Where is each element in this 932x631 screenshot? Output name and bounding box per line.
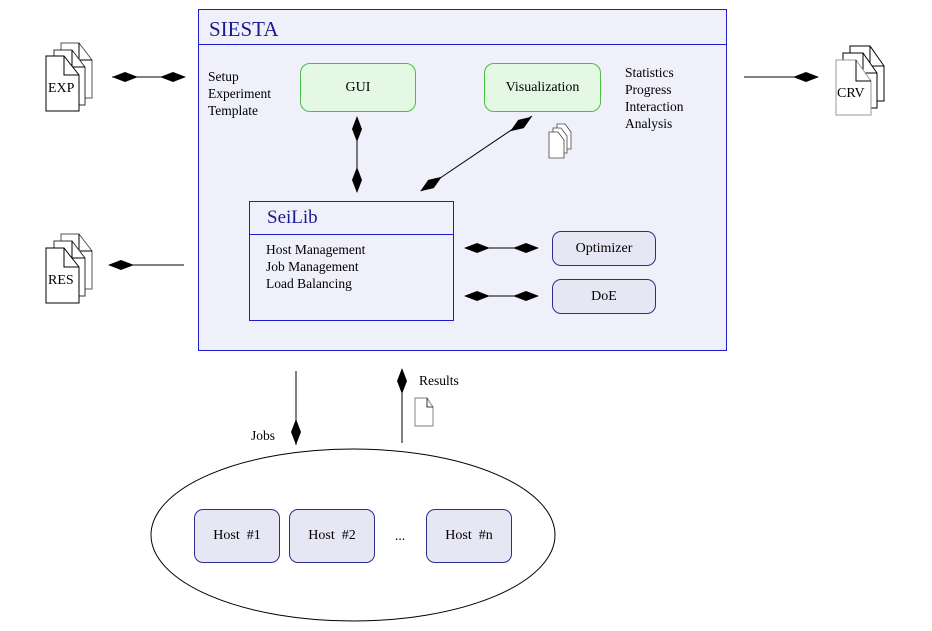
setup-line: Experiment bbox=[208, 86, 271, 101]
gui-label: GUI bbox=[345, 79, 371, 95]
results-label: Results bbox=[419, 373, 459, 388]
siesta-title: SIESTA bbox=[199, 10, 726, 45]
stats-line: Progress bbox=[625, 82, 672, 97]
res-connector bbox=[108, 260, 184, 270]
setup-text: Setup Experiment Template bbox=[208, 68, 271, 119]
exp-connector bbox=[112, 72, 186, 82]
seilib-item: Load Balancing bbox=[266, 276, 352, 291]
results-arrow bbox=[397, 368, 407, 443]
jobs-label: Jobs bbox=[251, 428, 276, 443]
result-document-icon bbox=[414, 397, 434, 427]
host-box[interactable]: Host #1 bbox=[194, 509, 280, 563]
jobs-arrow bbox=[291, 371, 301, 445]
stats-line: Interaction bbox=[625, 99, 684, 114]
stats-line: Statistics bbox=[625, 65, 674, 80]
res-document-icon bbox=[45, 233, 93, 304]
visualization-box[interactable]: Visualization bbox=[484, 63, 601, 112]
crv-label: CRV bbox=[837, 86, 865, 101]
seilib-items: Host Management Job Management Load Bala… bbox=[250, 235, 453, 292]
host-label: Host #n bbox=[445, 528, 493, 543]
exp-document-icon bbox=[45, 42, 93, 112]
host-box[interactable]: Host #n bbox=[426, 509, 512, 563]
optimizer-box[interactable]: Optimizer bbox=[552, 231, 656, 266]
setup-line: Setup bbox=[208, 69, 239, 84]
crv-document-icon bbox=[835, 45, 885, 116]
seilib-item: Job Management bbox=[266, 259, 359, 274]
seilib-panel: SeiLib Host Management Job Management Lo… bbox=[249, 201, 454, 321]
stats-text: Statistics Progress Interaction Analysis bbox=[625, 64, 683, 132]
host-box[interactable]: Host #2 bbox=[289, 509, 375, 563]
res-label: RES bbox=[48, 273, 74, 288]
visualization-label: Visualization bbox=[505, 79, 580, 95]
doe-label: DoE bbox=[591, 288, 617, 304]
seilib-title: SeiLib bbox=[250, 202, 453, 235]
host-label: Host #2 bbox=[308, 528, 356, 543]
gui-box[interactable]: GUI bbox=[300, 63, 416, 112]
optimizer-label: Optimizer bbox=[575, 240, 633, 256]
host-ellipsis: ... bbox=[395, 528, 406, 543]
crv-connector bbox=[744, 72, 819, 82]
setup-line: Template bbox=[208, 103, 259, 118]
cluster-ellipse bbox=[150, 448, 556, 622]
exp-label: EXP bbox=[48, 81, 75, 96]
doe-box[interactable]: DoE bbox=[552, 279, 656, 314]
seilib-item: Host Management bbox=[266, 242, 366, 257]
host-label: Host #1 bbox=[213, 528, 261, 543]
stats-line: Analysis bbox=[625, 116, 673, 131]
